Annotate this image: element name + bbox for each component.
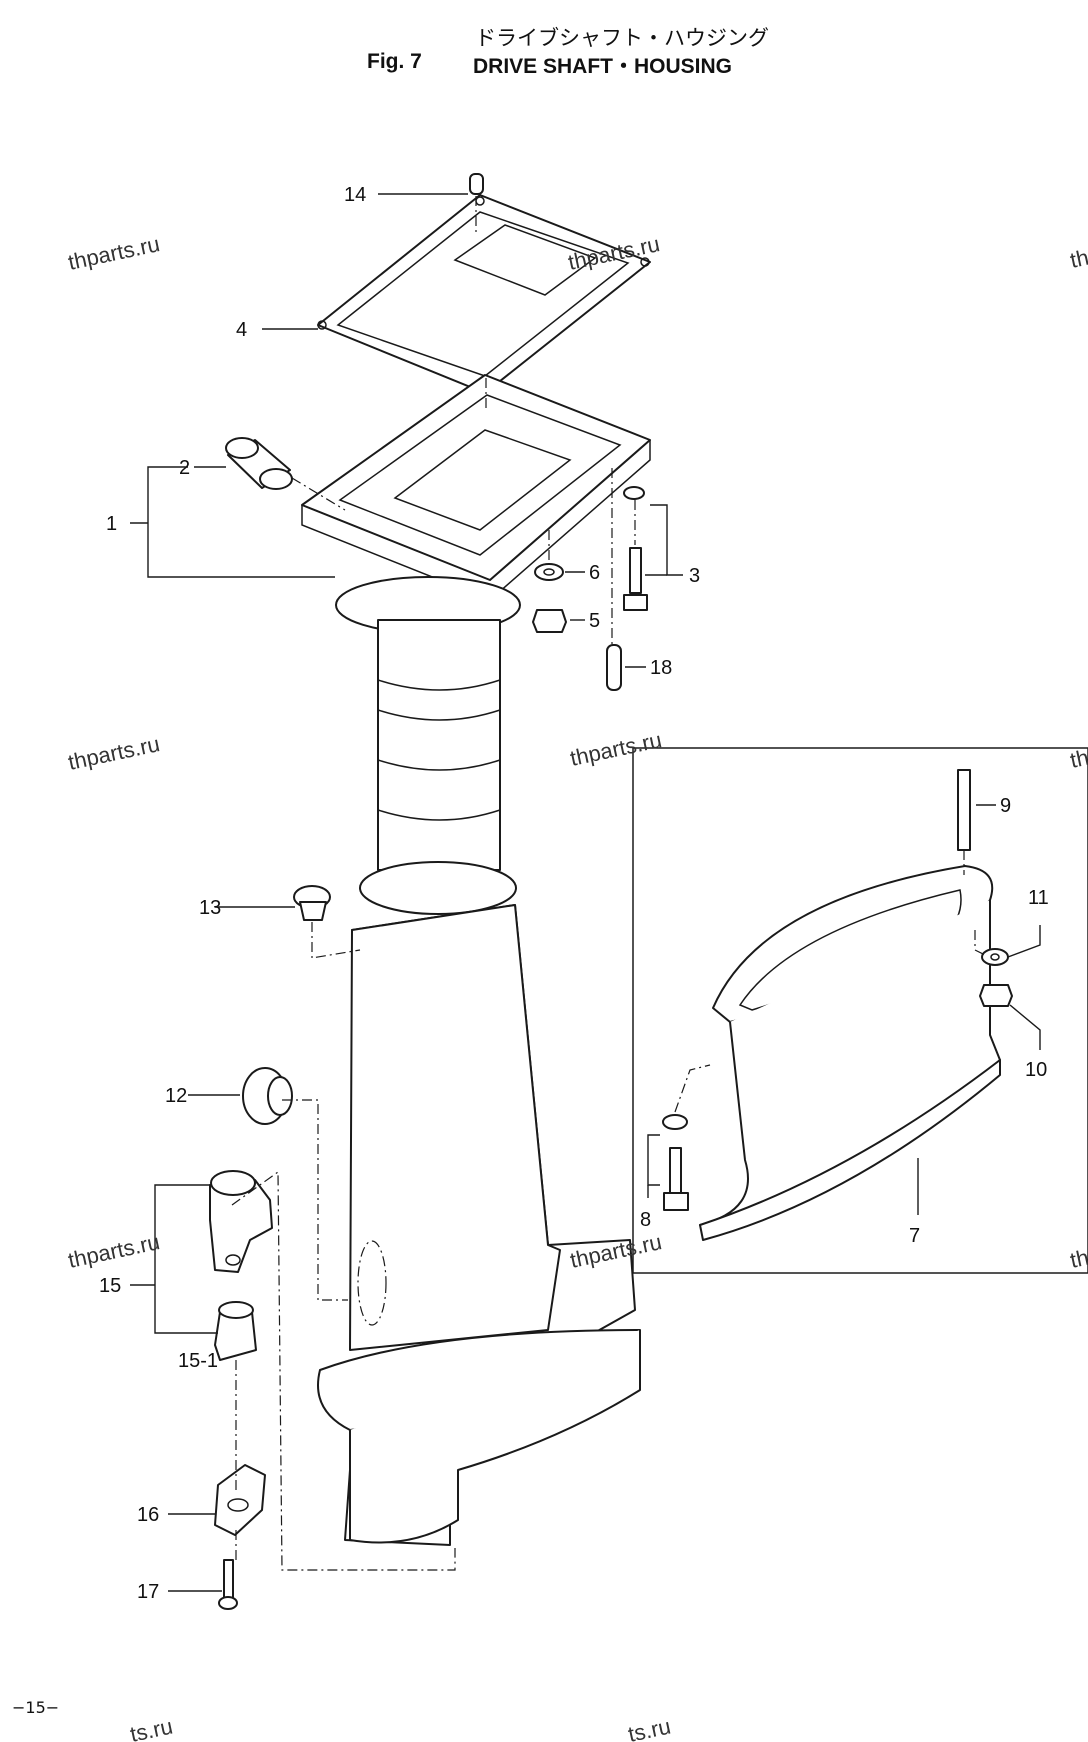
bushing-part-2 xyxy=(225,437,293,490)
callout-14: 14 xyxy=(344,184,366,206)
callout-1: 1 xyxy=(106,513,117,535)
plug-part-13 xyxy=(293,885,331,921)
callout-2: 2 xyxy=(179,457,190,479)
callout-6: 6 xyxy=(589,562,600,584)
watermark-text-cut: ts.ru xyxy=(128,1714,175,1742)
bolt-part-3 xyxy=(623,486,648,611)
diagram-title-japanese: ドライブシャフト・ハウジング xyxy=(475,26,769,50)
watermark-text: thparts.ru xyxy=(66,231,162,275)
spacer-part-7 xyxy=(699,865,1001,1241)
screw-part-17 xyxy=(218,1559,238,1610)
callout-11: 11 xyxy=(1028,887,1049,909)
bracket-part-15 xyxy=(209,1170,273,1273)
watermark-text-partial: th xyxy=(1068,1245,1088,1273)
watermark-text-partial: th xyxy=(1068,745,1088,773)
drive-shaft-housing-part-1 xyxy=(301,374,651,915)
callout-labels: 14 4 2 1 3 6 5 18 13 12 15 15-1 16 17 9 … xyxy=(99,184,1049,1603)
washer-part-11 xyxy=(981,948,1009,966)
callout-18: 18 xyxy=(650,657,672,679)
callout-9: 9 xyxy=(1000,795,1011,817)
leader-lines xyxy=(130,193,1041,1592)
callout-7: 7 xyxy=(909,1225,920,1247)
washer-part-6 xyxy=(534,563,564,581)
inset-frame xyxy=(632,747,1088,1274)
callout-8: 8 xyxy=(640,1209,651,1231)
callout-15-1: 15-1 xyxy=(178,1350,218,1372)
callout-17: 17 xyxy=(137,1581,159,1603)
diagram-title-english: DRIVE SHAFT・HOUSING xyxy=(473,55,733,78)
watermark-text: thparts.ru xyxy=(568,727,664,771)
callout-12: 12 xyxy=(165,1085,187,1107)
page-number: −15− xyxy=(12,1698,60,1717)
callout-16: 16 xyxy=(137,1504,159,1526)
watermark-text-partial: th xyxy=(1068,245,1088,273)
grommet-part-12 xyxy=(242,1067,293,1125)
callout-3: 3 xyxy=(689,565,700,587)
watermark-text-cut: ts.ru xyxy=(626,1714,673,1742)
callout-13: 13 xyxy=(199,897,221,919)
callout-15: 15 xyxy=(99,1275,121,1297)
watermark-text: thparts.ru xyxy=(66,731,162,775)
nut-part-15-1 xyxy=(214,1301,257,1361)
figure-label: Fig. 7 xyxy=(367,50,422,73)
dowel-pin-part-14 xyxy=(469,173,484,195)
nut-part-5 xyxy=(532,609,567,633)
callout-4: 4 xyxy=(236,319,247,341)
watermark-text: thparts.ru xyxy=(66,1229,162,1273)
assembly-lines xyxy=(231,196,986,1571)
nut-part-10 xyxy=(979,984,1013,1007)
plate-part-16 xyxy=(214,1464,266,1536)
stud-bolt-part-9 xyxy=(957,769,971,851)
callout-5: 5 xyxy=(589,610,600,632)
gasket-part-4 xyxy=(317,194,651,394)
callout-10: 10 xyxy=(1025,1059,1047,1081)
bolt-part-8 xyxy=(662,1114,689,1211)
lower-housing-body xyxy=(317,904,641,1546)
pin-part-18 xyxy=(606,644,622,691)
